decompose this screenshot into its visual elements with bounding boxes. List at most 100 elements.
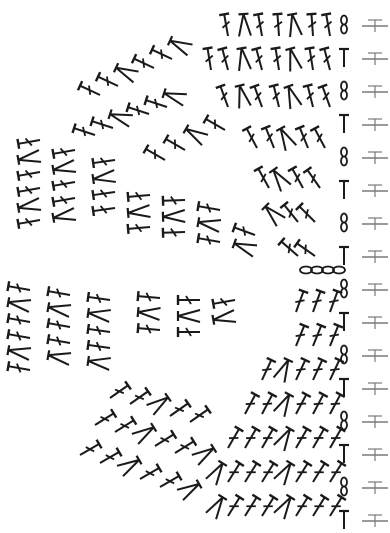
dc-stitch (178, 310, 200, 322)
dc-stitch (52, 208, 76, 224)
dc-stitch (7, 281, 30, 295)
turning-mark (362, 53, 388, 65)
turning-mark (362, 185, 388, 197)
turning-mark (362, 284, 388, 296)
dc-stitch (107, 381, 131, 402)
dc-stitch (108, 108, 133, 126)
dc-stitch (93, 203, 116, 216)
dc-stitch (306, 14, 318, 37)
dc-stitch (325, 324, 343, 348)
dc-stitch (250, 85, 267, 109)
dc-stitch (183, 124, 208, 145)
dc-stitch (326, 461, 346, 485)
dc-stitch (296, 203, 319, 226)
single-crochet-stitch (339, 313, 349, 331)
dc-stitch (308, 290, 325, 314)
dc-stitch (237, 14, 251, 37)
dc-stitch (206, 460, 228, 485)
dc-stitch (321, 13, 335, 36)
dc-stitch (241, 461, 261, 485)
dc-stitch (310, 126, 329, 150)
turning-mark (362, 152, 388, 164)
chain-stitch (341, 478, 347, 496)
dc-stitch (274, 392, 295, 417)
dc-stitch (275, 126, 296, 151)
dc-stitch (7, 329, 30, 343)
chain-stitch (341, 82, 347, 100)
dc-stitch (78, 440, 102, 460)
center-chain-ring (300, 267, 345, 274)
turning-mark (362, 20, 388, 32)
dc-stitch (88, 340, 111, 353)
dc-stitch (326, 426, 346, 450)
dc-stitch (117, 455, 142, 476)
dc-stitch (291, 324, 309, 348)
dc-stitch (236, 47, 251, 71)
dc-stitch (178, 295, 200, 305)
dc-stitch (258, 495, 278, 519)
dc-stitch (257, 358, 275, 382)
turning-mark (362, 317, 388, 329)
chain-stitch (341, 148, 347, 166)
single-crochet-stitch (339, 247, 349, 265)
dc-stitch (152, 430, 176, 450)
turning-mark (362, 251, 388, 263)
dc-stitch (17, 135, 40, 149)
dc-stitch (47, 349, 71, 365)
dc-stitch (274, 426, 295, 451)
dc-stitch (47, 286, 70, 300)
dc-stitch (224, 461, 244, 485)
dc-stitch (7, 344, 31, 360)
chain-stitch (341, 214, 347, 232)
dc-stitch (98, 448, 122, 468)
dc-stitch (241, 426, 261, 450)
dc-stitch (272, 14, 284, 37)
single-crochet-stitch (339, 49, 349, 67)
dc-stitch (271, 47, 284, 70)
dc-stitch (212, 310, 236, 326)
dc-stitch (17, 183, 40, 197)
dc-stitch (138, 306, 161, 320)
dc-stitch (187, 405, 211, 426)
single-crochet-stitch (339, 445, 349, 463)
dc-stitch (241, 392, 260, 416)
dc-stitch (254, 166, 273, 190)
dc-stitch (128, 205, 151, 219)
dc-stitch (158, 472, 182, 492)
dc-stitch (291, 358, 309, 382)
dc-stitch (292, 392, 311, 416)
dc-stitch (294, 239, 318, 260)
dc-stitch (114, 62, 139, 82)
dc-stitch (167, 399, 191, 420)
dc-stitch (319, 47, 334, 71)
dc-stitch (292, 461, 312, 485)
dc-stitch (7, 313, 30, 327)
dc-stitch (219, 13, 233, 36)
dc-stitch (52, 177, 75, 191)
turning-mark (362, 449, 388, 461)
dc-stitch (318, 85, 335, 109)
dc-stitch (17, 215, 40, 229)
dc-stitch (88, 324, 111, 337)
dc-stitch (17, 198, 41, 214)
dc-stitch (52, 193, 75, 207)
dc-stitch (309, 495, 329, 519)
dc-stitch (269, 84, 284, 108)
dc-stitch (92, 409, 116, 429)
chain-stitch (341, 412, 347, 430)
dc-stitch (295, 126, 313, 150)
dc-stitch (132, 54, 156, 72)
dc-stitch (92, 170, 115, 185)
dc-stitch (163, 227, 185, 238)
turning-mark (362, 482, 388, 494)
dc-stitch (145, 95, 169, 111)
dc-stitch (192, 443, 217, 465)
dc-stitch (309, 392, 328, 416)
dc-stitch (280, 202, 302, 225)
dc-stitch (234, 84, 251, 108)
dc-stitch (163, 195, 185, 206)
dc-stitch (7, 296, 31, 312)
dc-stitch (224, 426, 244, 450)
turning-mark (362, 416, 388, 428)
